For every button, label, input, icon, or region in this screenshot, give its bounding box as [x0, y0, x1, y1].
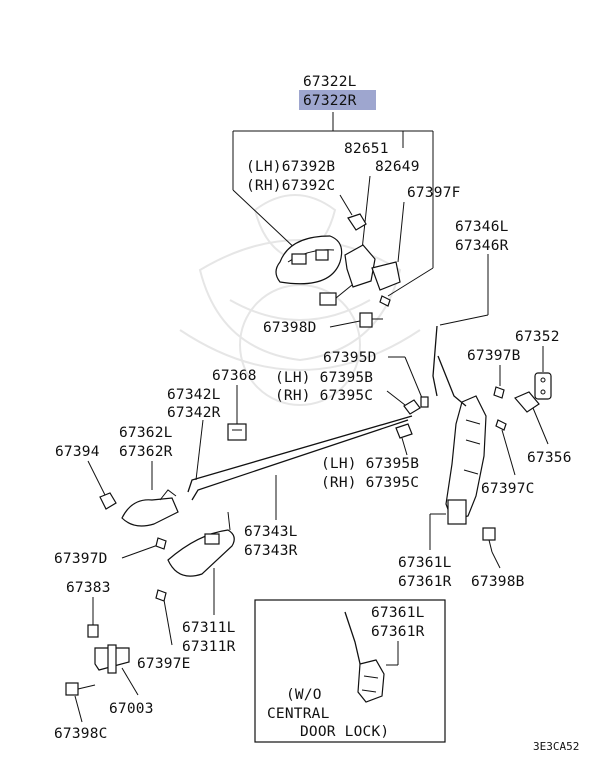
- label-67361R: 67361R: [398, 574, 452, 590]
- label-67392B: (LH)67392B: [246, 159, 335, 175]
- label-67398D: 67398D: [263, 320, 317, 336]
- label-67356: 67356: [527, 450, 572, 466]
- screw-67397B: [493, 386, 505, 399]
- label-67394: 67394: [55, 444, 100, 460]
- label-67311R: 67311R: [182, 639, 236, 655]
- highlight-box: [299, 90, 376, 110]
- bolt-67398C: [65, 682, 96, 696]
- label-67342R: 67342R: [167, 405, 221, 421]
- label-67397D: 67397D: [54, 551, 108, 567]
- inset-door-lock: [344, 611, 385, 703]
- rod-67346: [432, 325, 438, 397]
- outside-door-handle: [275, 235, 343, 285]
- label-inset-67361L: 67361L: [371, 605, 425, 621]
- label-67352: 67352: [515, 329, 560, 345]
- striker-plate-67356: [514, 391, 540, 413]
- bolt-67398D: [359, 312, 383, 328]
- label-67003: 67003: [109, 701, 154, 717]
- label-67397F: 67397F: [407, 185, 461, 201]
- inset-note-line1: (W/O: [286, 687, 322, 703]
- label-67398C: 67398C: [54, 726, 108, 742]
- label-67392C: (RH)67392C: [246, 178, 335, 194]
- label-67342L: 67342L: [167, 387, 221, 403]
- label-67322L: 67322L: [303, 74, 357, 90]
- label-67395D: 67395D: [323, 350, 377, 366]
- label-67395B-lower: (LH) 67395B: [321, 456, 419, 472]
- label-82649: 82649: [375, 159, 420, 175]
- label-inset-67361R: 67361R: [371, 624, 425, 640]
- door-lock-assembly-67361: [437, 355, 487, 525]
- screw-67397D: [155, 537, 167, 550]
- label-67362L: 67362L: [119, 425, 173, 441]
- rod-clip-lower: [395, 423, 413, 439]
- clip-67394: [99, 492, 117, 510]
- label-67395C-lower: (RH) 67395C: [321, 475, 419, 491]
- striker-67352: [534, 372, 552, 400]
- screw-67397E: [155, 589, 167, 602]
- inset-box-no-central-lock: [254, 599, 446, 743]
- label-67343R: 67343R: [244, 543, 298, 559]
- screw-67397F: [379, 295, 391, 307]
- label-67397E: 67397E: [137, 656, 191, 672]
- label-67322R[interactable]: 67322R: [303, 93, 357, 109]
- label-67398B: 67398B: [471, 574, 525, 590]
- label-67361L: 67361L: [398, 555, 452, 571]
- key-cylinder-bracket: [319, 244, 401, 306]
- clip-67368: [227, 423, 247, 441]
- label-67362R: 67362R: [119, 444, 173, 460]
- screw-67397C: [495, 419, 507, 431]
- bolt-67383: [87, 624, 99, 638]
- diagram-code: 3E3CA52: [533, 740, 579, 753]
- rod-67343: [191, 419, 409, 501]
- rod-clip-upper: [403, 396, 429, 415]
- label-67343L: 67343L: [244, 524, 298, 540]
- door-check-67003: [94, 644, 130, 674]
- label-67346R: 67346R: [455, 238, 509, 254]
- label-67383: 67383: [66, 580, 111, 596]
- rod-67342: [187, 415, 413, 493]
- label-67311L: 67311L: [182, 620, 236, 636]
- label-67368: 67368: [212, 368, 257, 384]
- label-67395B: (LH) 67395B: [275, 370, 373, 386]
- label-82651: 82651: [344, 141, 389, 157]
- handle-clip: [347, 213, 367, 231]
- inside-lock-knob-67362: [121, 489, 179, 527]
- label-67395C: (RH) 67395C: [275, 388, 373, 404]
- inset-note-line3: DOOR LOCK): [300, 724, 389, 740]
- leader-bracket-top: [232, 112, 434, 297]
- watermark-emblem: [179, 194, 421, 406]
- label-67397C: 67397C: [481, 481, 535, 497]
- label-67397B: 67397B: [467, 348, 521, 364]
- label-67346L: 67346L: [455, 219, 509, 235]
- bolt-67398B: [482, 527, 496, 553]
- inset-note-line2: CENTRAL: [267, 706, 330, 722]
- inside-door-handle-67311: [167, 529, 235, 577]
